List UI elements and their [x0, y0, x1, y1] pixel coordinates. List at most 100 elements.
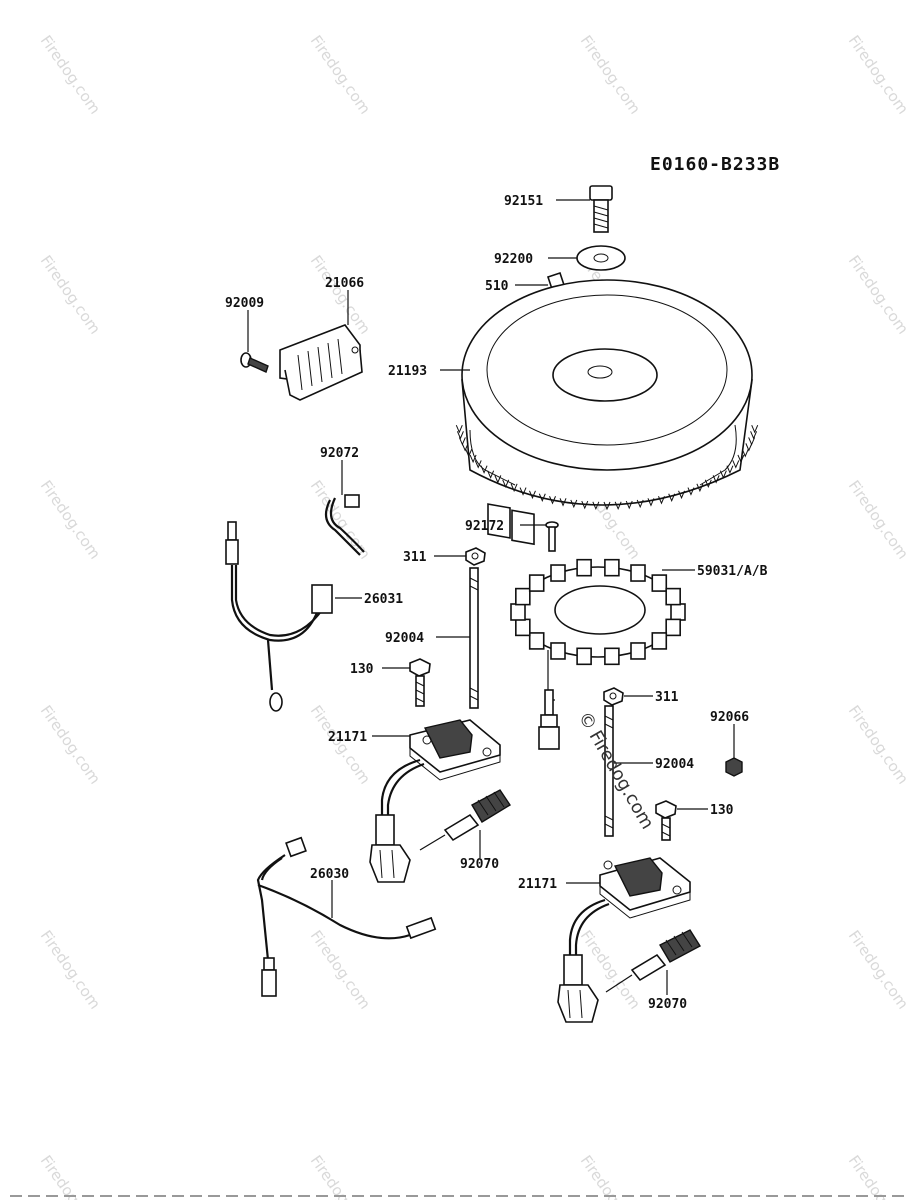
stator-pole — [665, 587, 681, 606]
gear-tooth — [592, 501, 600, 511]
label-311-lower: 311 — [655, 690, 679, 705]
watermark: Firedog.com — [577, 1152, 644, 1200]
nut-311-lower — [603, 687, 624, 706]
label-21171-left: 21171 — [328, 730, 367, 745]
label-92200: 92200 — [494, 252, 533, 267]
gear-tooth — [474, 460, 482, 469]
gear-tooth — [750, 431, 758, 440]
watermark: Firedog.com — [37, 1152, 104, 1200]
watermark: Firedog.com — [845, 1152, 912, 1200]
label-92009: 92009 — [225, 296, 264, 311]
label-92151: 92151 — [504, 194, 543, 209]
stator-pole — [550, 642, 566, 660]
gear-tooth — [461, 443, 469, 452]
watermark: Firedog.com — [37, 927, 104, 1013]
stator-pole — [528, 574, 545, 592]
watermark: Firedog.com — [307, 1152, 374, 1200]
watermark: Firedog.com — [37, 477, 104, 563]
nut-311-upper — [465, 547, 486, 566]
stator-pole — [630, 564, 646, 582]
watermark: Firedog.com — [845, 32, 912, 118]
gear-tooth — [719, 470, 727, 479]
watermark: Firedog.com — [307, 32, 374, 118]
stator-pole — [651, 632, 668, 650]
stator-pole — [665, 618, 681, 637]
harness-26031 — [225, 521, 333, 712]
watermark: Firedog.com — [307, 252, 374, 338]
label-92072: 92072 — [320, 446, 359, 461]
gear-tooth — [678, 490, 685, 500]
watermark: Firedog.com — [307, 477, 374, 563]
gear-tooth — [519, 487, 527, 496]
stator-pole — [604, 647, 620, 666]
watermark: Firedog.com — [37, 32, 104, 118]
label-21066: 21066 — [325, 276, 364, 291]
diagram-code: E0160-B233B — [650, 154, 780, 175]
center-watermark: © Firedog.com — [574, 708, 658, 833]
gear-tooth — [480, 465, 488, 474]
watermark: Firedog.com — [37, 252, 104, 338]
stator-pole — [604, 558, 620, 577]
label-26031: 26031 — [364, 592, 403, 607]
bolt-92151 — [589, 185, 613, 233]
label-21171-right: 21171 — [518, 877, 557, 892]
gear-tooth — [737, 454, 745, 464]
gear-tooth — [455, 424, 463, 434]
gear-tooth — [712, 475, 720, 484]
label-130-left: 130 — [350, 662, 374, 677]
stator-pole — [670, 603, 686, 621]
label-26030: 26030 — [310, 867, 349, 882]
stator-pole — [576, 558, 592, 577]
gear-tooth — [529, 490, 536, 500]
watermark: Firedog.com — [845, 702, 912, 788]
gear-tooth — [704, 479, 712, 489]
gear-tooth — [726, 465, 734, 474]
gear-tooth — [494, 475, 502, 484]
ignition-coil-21171-left — [369, 719, 501, 883]
bolt-92172 — [545, 521, 559, 552]
label-92172: 92172 — [465, 519, 504, 534]
label-21193: 21193 — [388, 364, 427, 379]
nut-92066 — [725, 757, 743, 777]
stud-92004-left — [469, 567, 479, 709]
gear-tooth — [658, 496, 665, 505]
gear-tooth — [647, 498, 655, 507]
label-510: 510 — [485, 279, 509, 294]
stator-pole — [515, 587, 531, 606]
stator-59031 — [510, 558, 686, 750]
label-311-upper: 311 — [403, 550, 427, 565]
gear-tooth — [469, 454, 477, 464]
stator-pole — [528, 632, 545, 650]
watermark: Firedog.com — [577, 32, 644, 118]
gear-tooth — [751, 424, 759, 434]
gear-tooth — [745, 443, 753, 452]
bracket-21066 — [279, 324, 363, 401]
flywheel-21193 — [455, 279, 759, 546]
ignition-coil-21171-right — [557, 857, 691, 1023]
gear-tooth — [538, 493, 546, 503]
label-130-right: 130 — [710, 803, 734, 818]
label-92004-right: 92004 — [655, 757, 694, 772]
gear-tooth — [510, 483, 518, 493]
bolt-130-right — [655, 800, 677, 841]
label-59031: 59031/A/B — [697, 564, 768, 579]
watermark: Firedog.com — [845, 477, 912, 563]
watermark: Firedog.com — [845, 927, 912, 1013]
gear-tooth — [687, 487, 695, 496]
gear-tooth — [549, 496, 556, 505]
label-92070-left: 92070 — [460, 857, 499, 872]
gear-tooth — [603, 501, 611, 511]
gear-tooth — [614, 501, 622, 511]
gear-tooth — [741, 449, 749, 458]
gear-tooth — [502, 479, 510, 489]
center-watermark-text: Firedog.com — [585, 727, 658, 833]
washer-92200 — [576, 245, 626, 271]
gear-tooth — [559, 498, 567, 507]
stator-pole — [630, 642, 646, 660]
harness-26030 — [256, 836, 437, 997]
bolt-130-left — [409, 658, 431, 707]
watermark: Firedog.com — [307, 927, 374, 1013]
watermark: Firedog.com — [845, 252, 912, 338]
gear-tooth — [636, 499, 644, 509]
